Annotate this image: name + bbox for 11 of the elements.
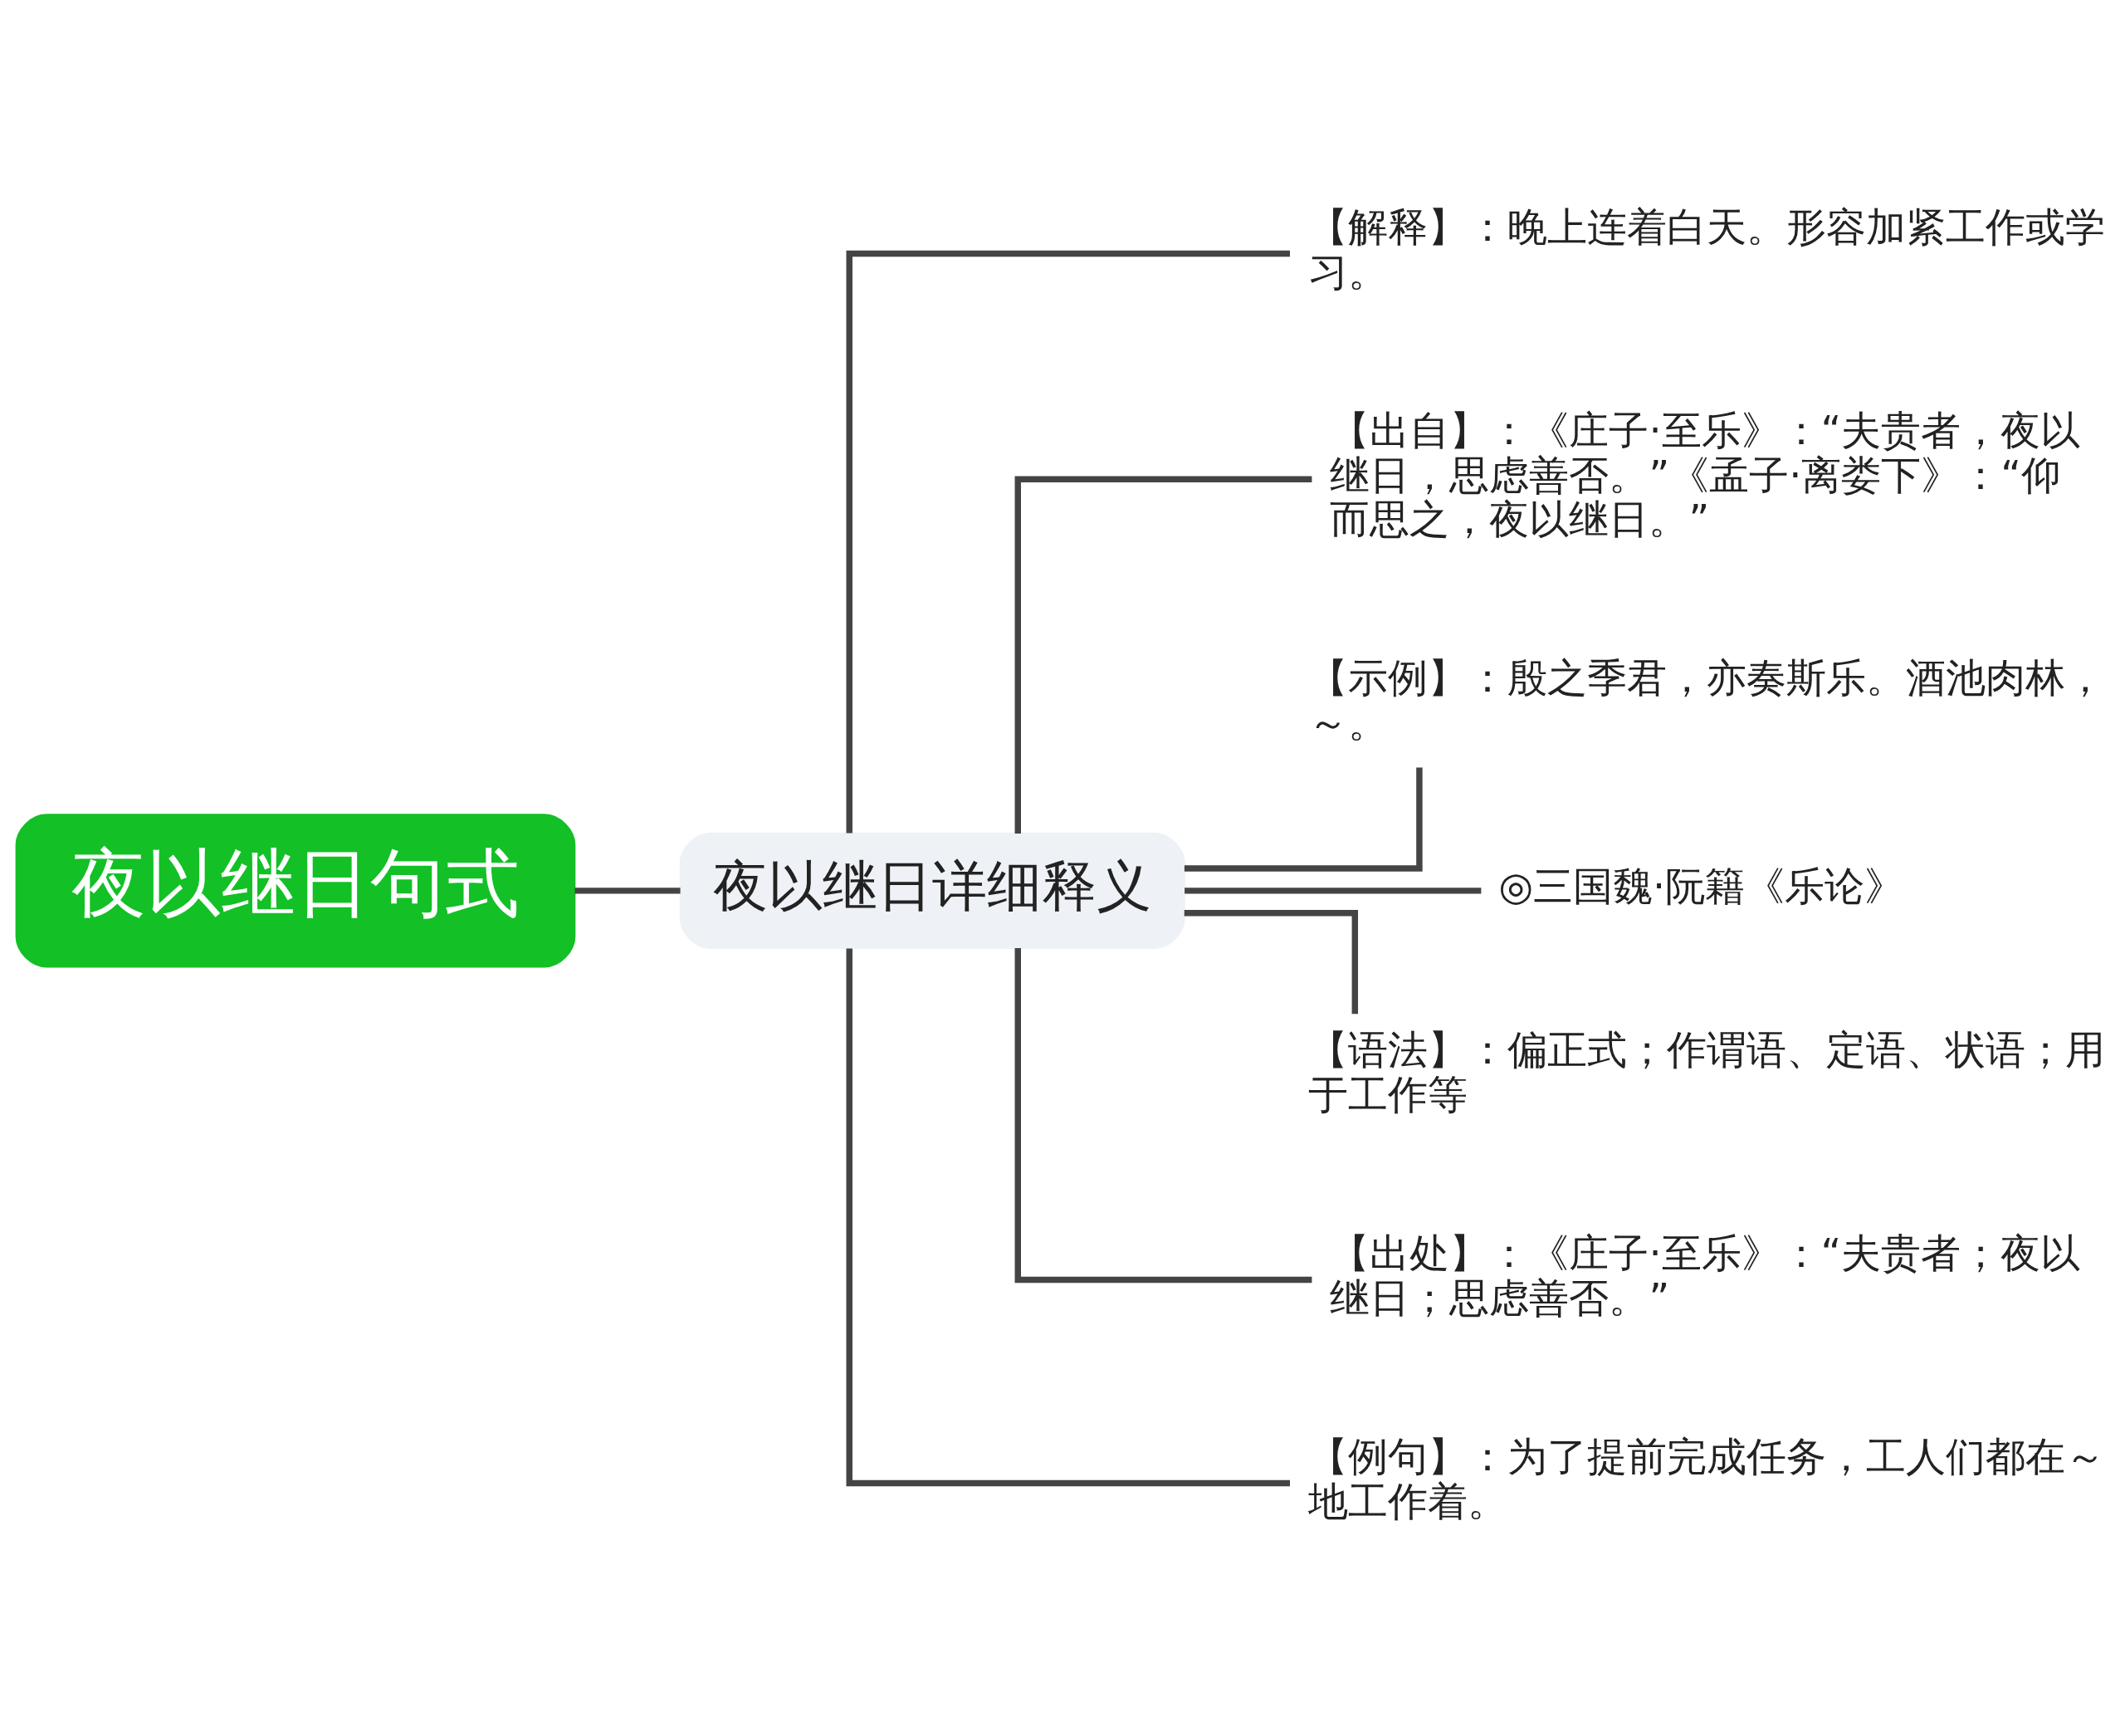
node-text: 【例句】：为了提前完成任务，工人们都在～地工作着。 <box>1307 1433 2105 1524</box>
node-text: ◎三国魏·阮籍《乐论》 <box>1498 863 1905 909</box>
node-box: 夜以继日句式 <box>15 813 576 967</box>
node-text: 【示例】：殷之季君，亦奏斯乐。酒池肉林，～。 <box>1307 654 2105 746</box>
node-box: 夜以继日详细释义 <box>679 832 1185 949</box>
connector <box>574 887 681 894</box>
connector <box>1184 909 1359 1014</box>
node-text: 【解释】：晚上连着白天。形容加紧工作或学习。 <box>1307 203 2105 295</box>
node-text: 【出自】：《庄子·至乐》：“夫贵者，夜以继日，思虑善否。”《孟子·离娄下》：“仰而思之，夜以继日。” <box>1330 407 2081 542</box>
node-text: 【语法】：偏正式；作谓语、定语、状语；用于工作等 <box>1307 1026 2105 1117</box>
node-text: 【出处】：《庄子·至乐》：“夫贵者；夜以继日；思虑善否。” <box>1330 1230 2081 1321</box>
